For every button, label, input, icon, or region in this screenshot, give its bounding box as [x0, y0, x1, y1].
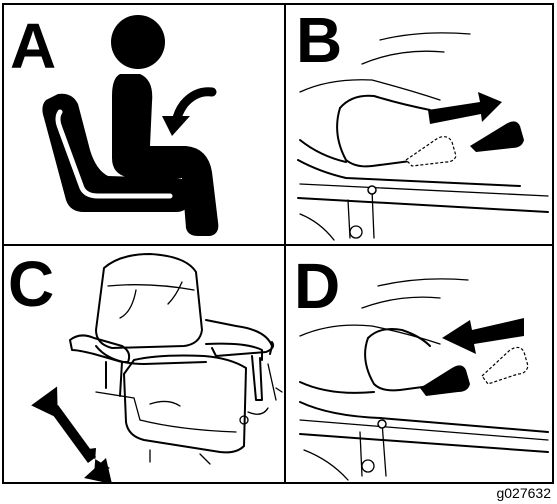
- panel-letter-a: A: [10, 10, 56, 82]
- panel-letter-b: B: [296, 4, 342, 76]
- panel-c: C: [8, 248, 282, 484]
- fore-aft-arrow-icon: [31, 387, 112, 484]
- pull-right-arrow-icon: [428, 92, 502, 124]
- panel-a: A: [10, 10, 218, 236]
- lever-handle-icon: [406, 121, 524, 166]
- panel-b: B: [296, 4, 548, 240]
- figure-id: g027632: [496, 485, 551, 501]
- panel-frame: [3, 4, 553, 483]
- panel-letter-d: D: [294, 250, 340, 322]
- sit-down-arrow-icon: [162, 92, 212, 136]
- panel-d: D: [294, 250, 548, 480]
- lever-handle-icon-d: [420, 347, 528, 396]
- panel-letter-c: C: [8, 248, 54, 320]
- seat-assembly-outline: [70, 254, 282, 464]
